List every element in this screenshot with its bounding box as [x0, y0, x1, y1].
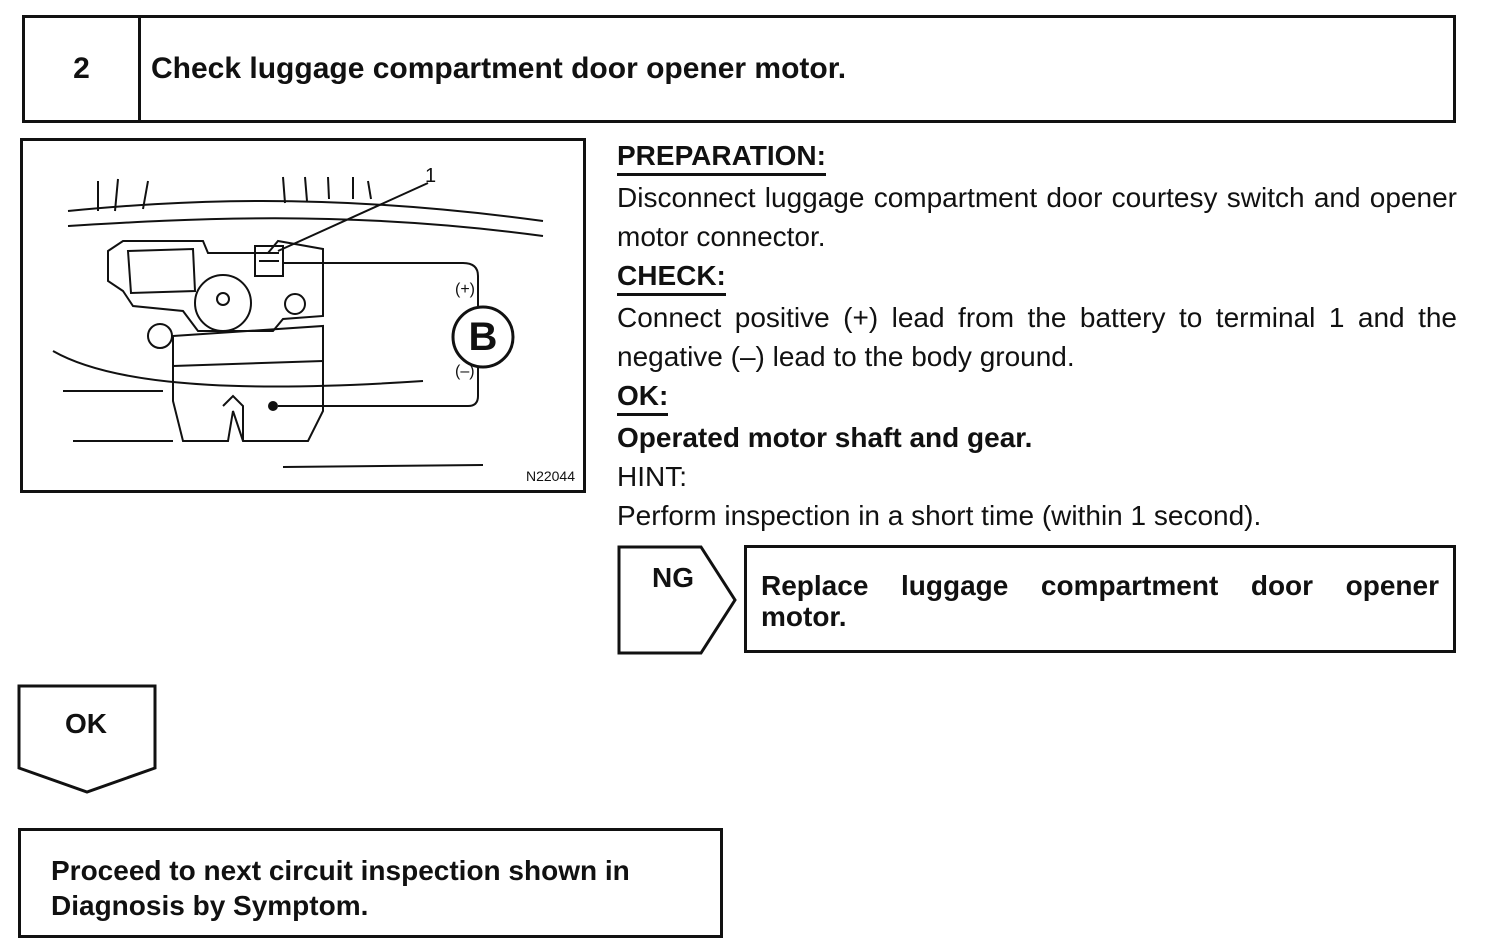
terminal-callout: 1 [425, 165, 437, 187]
check-heading: CHECK: [617, 259, 726, 296]
next-step-line1: Proceed to next circuit inspection shown… [51, 855, 630, 886]
ok-text: Operated motor shaft and gear. [617, 422, 1033, 453]
preparation-heading: PREPARATION: [617, 139, 826, 176]
step-number: 2 [25, 18, 141, 120]
ng-action-box: Replace luggage compartment door opener … [744, 545, 1456, 653]
negative-label: (–) [455, 363, 475, 380]
ng-arrow [617, 545, 737, 655]
hint-text: Perform inspection in a short time (with… [617, 500, 1262, 531]
next-step-line2: Diagnosis by Symptom. [51, 890, 369, 921]
figure-id: N22044 [525, 468, 575, 484]
motor-illustration: 1 (+) B (–) N22044 [20, 138, 586, 493]
ok-heading: OK: [617, 379, 669, 416]
step-title: Check luggage compartment door opener mo… [151, 52, 847, 85]
ok-label: OK [65, 708, 107, 739]
next-step-box: Proceed to next circuit inspection shown… [18, 828, 723, 938]
preparation-text: Disconnect luggage compartment door cour… [617, 182, 1457, 252]
battery-symbol: B [468, 314, 498, 359]
instructions: PREPARATION: Disconnect luggage compartm… [617, 136, 1457, 535]
positive-label: (+) [455, 281, 475, 298]
motor-diagram [52, 176, 544, 468]
check-text: Connect positive (+) lead from the batte… [617, 302, 1457, 372]
ng-label: NG [652, 562, 694, 593]
ng-action-line2: motor. [761, 601, 847, 632]
step-header: 2 Check luggage compartment door opener … [22, 15, 1456, 123]
hint-heading: HINT: [617, 461, 687, 492]
ok-arrow [17, 684, 157, 794]
ng-action-line1: Replace luggage compartment door opener [761, 570, 1439, 601]
